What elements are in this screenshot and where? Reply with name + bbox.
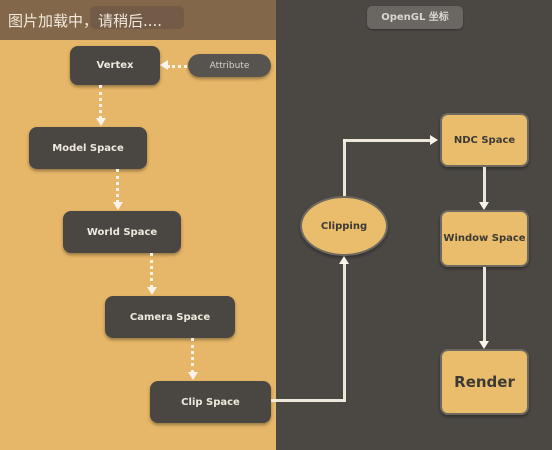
world-space-node: World Space bbox=[63, 211, 181, 253]
camera-to-clip-line bbox=[191, 338, 194, 373]
vertex-node: Vertex bbox=[70, 46, 160, 85]
clipping-node-label: Clipping bbox=[320, 220, 368, 232]
attribute-to-vertex-line bbox=[167, 65, 187, 68]
attribute-to-vertex-arrow bbox=[160, 60, 168, 70]
attribute-node: Attribute bbox=[188, 54, 271, 77]
model-space-node: Model Space bbox=[29, 127, 147, 169]
camera-space-node: Camera Space bbox=[105, 296, 235, 338]
model-space-node-label: Model Space bbox=[52, 142, 124, 154]
clipping-to-ndc-horizontal bbox=[343, 139, 431, 142]
vertex-to-model-arrow bbox=[96, 118, 106, 126]
model-to-world-line bbox=[116, 169, 119, 203]
ndc-to-window-arrow bbox=[479, 202, 489, 210]
model-to-world-arrow bbox=[113, 202, 123, 210]
clip-to-clipping-vertical bbox=[343, 264, 346, 402]
clip-space-node: Clip Space bbox=[150, 381, 271, 423]
clip-to-clipping-arrow bbox=[339, 256, 349, 264]
attribute-node-label: Attribute bbox=[209, 60, 250, 71]
window-to-render-line bbox=[483, 267, 486, 341]
world-space-node-label: World Space bbox=[86, 226, 158, 238]
window-space-node: Window Space bbox=[440, 210, 529, 267]
clipping-to-ndc-vertical bbox=[343, 139, 346, 196]
camera-to-clip-arrow bbox=[188, 372, 198, 380]
loading-banner: 图片加载中，请稍后.... bbox=[0, 0, 276, 40]
ndc-to-window-line bbox=[483, 167, 486, 202]
clip-to-clipping-horizontal bbox=[271, 399, 345, 402]
ndc-space-node: NDC Space bbox=[440, 113, 529, 167]
render-node-label: Render bbox=[454, 373, 515, 391]
render-node: Render bbox=[440, 349, 529, 415]
camera-space-node-label: Camera Space bbox=[129, 311, 211, 323]
opengl-tab-label: OpenGL 坐标 bbox=[381, 12, 449, 23]
opengl-tab: OpenGL 坐标 bbox=[367, 6, 463, 29]
clipping-to-ndc-arrow bbox=[430, 135, 438, 145]
world-to-camera-arrow bbox=[147, 287, 157, 295]
clipping-node: Clipping bbox=[300, 196, 388, 256]
world-to-camera-line bbox=[150, 253, 153, 288]
vertex-node-label: Vertex bbox=[96, 60, 134, 71]
window-to-render-arrow bbox=[479, 341, 489, 349]
ndc-space-node-label: NDC Space bbox=[453, 134, 516, 146]
vertex-to-model-line bbox=[99, 85, 102, 119]
clip-space-node-label: Clip Space bbox=[181, 396, 240, 408]
window-space-node-label: Window Space bbox=[443, 233, 526, 244]
loading-banner-text: 图片加载中，请稍后.... bbox=[8, 12, 163, 30]
